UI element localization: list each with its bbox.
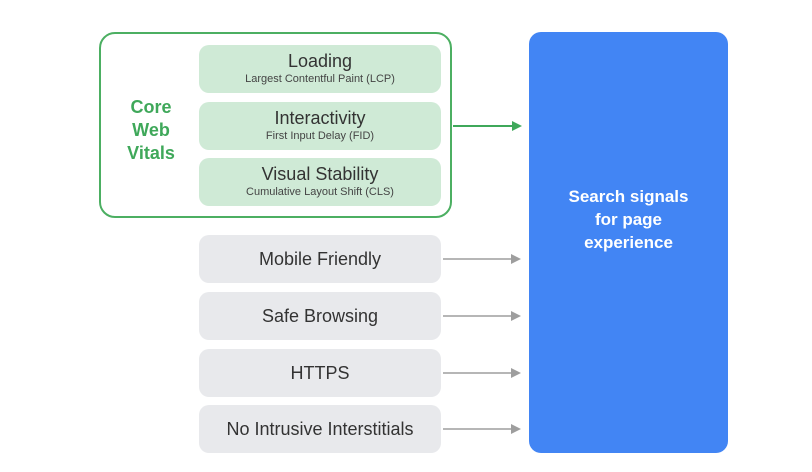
metric-title: Visual Stability [261,164,379,184]
target-label: Search signals for page experience [568,187,689,252]
metric-subtitle: Cumulative Layout Shift (CLS) [246,186,394,198]
core-web-vitals-label: Core Web Vitals [127,97,175,163]
metric-title: Interactivity [274,108,366,128]
metric-subtitle: First Input Delay (FID) [265,130,375,142]
metric-title: Loading [287,51,353,71]
metric-interactivity: Interactivity First Input Delay (FID) [199,102,441,150]
signal-safe-browsing: Safe Browsing [199,292,441,340]
core-web-vitals-group [99,32,452,218]
metric-visual-stability: Visual Stability Cumulative Layout Shift… [199,158,441,206]
signal-no-intrusive-interstitials: No Intrusive Interstitials [199,405,441,453]
metric-subtitle: Largest Contentful Paint (LCP) [245,73,395,85]
metric-loading: Loading Largest Contentful Paint (LCP) [199,45,441,93]
signal-https: HTTPS [199,349,441,397]
signal-mobile-friendly: Mobile Friendly [199,235,441,283]
page-experience-signals-box: Search signals for page experience [529,32,728,453]
